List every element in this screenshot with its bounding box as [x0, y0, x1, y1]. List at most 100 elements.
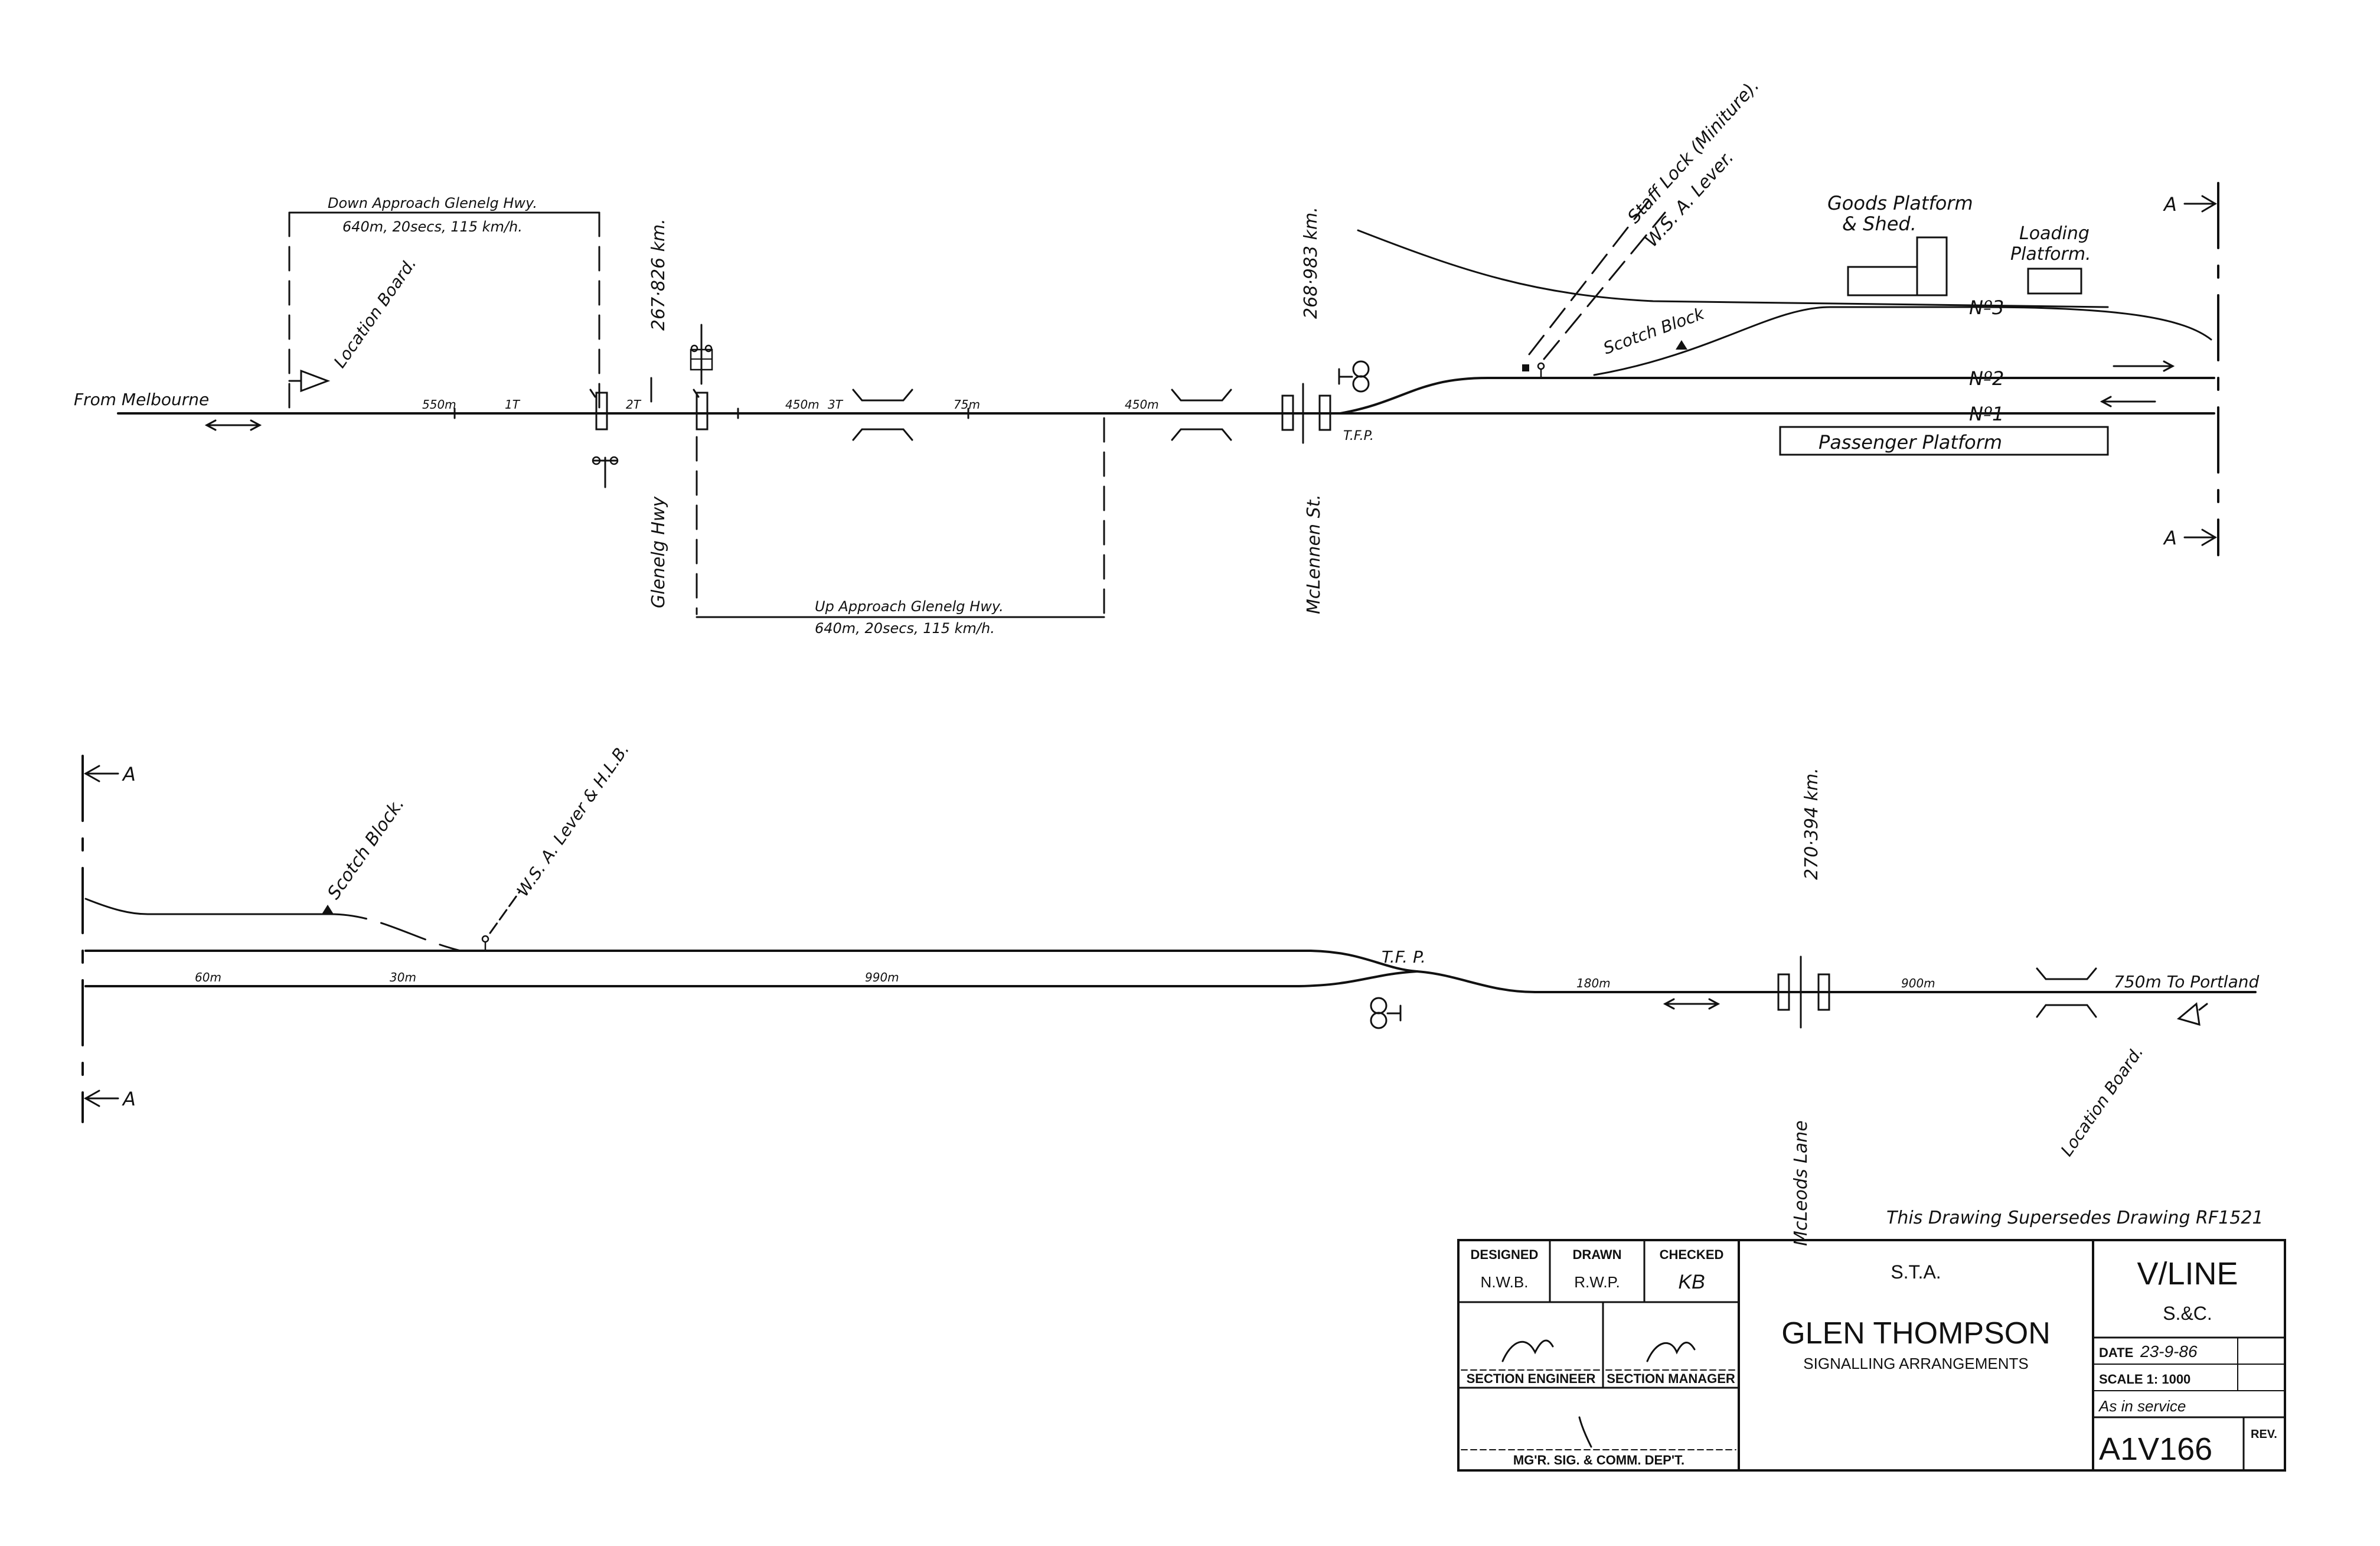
dist-550m: 550m [422, 397, 456, 412]
staff-lock-siding-line [1357, 229, 2109, 308]
up-approach-detail: 640m, 20secs, 115 km/h. [815, 620, 995, 637]
arrow-head-right [250, 419, 262, 431]
dist-75m: 75m [954, 397, 980, 412]
title-block: DESIGNED N.W.B. DRAWN R.W.P. CHECKED KB … [1457, 1239, 2286, 1472]
drawn-value: R.W.P. [1574, 1273, 1620, 1291]
goods-platform-label: Goods Platform [1827, 192, 1973, 214]
date-label: DATE [2099, 1345, 2133, 1360]
mcleods-lane-label: McLeods Lane [1791, 1120, 1811, 1246]
section-engineer-label: SECTION ENGINEER [1467, 1371, 1596, 1386]
tfp-label-upper: T.F.P. [1343, 429, 1374, 443]
main-convergence [1298, 970, 1418, 987]
status-label: As in service [2098, 1397, 2186, 1415]
platform-label: Platform. [2010, 244, 2091, 265]
section-manager-signature [1646, 1342, 1696, 1362]
staff-lock-marker [1522, 364, 1529, 371]
section-manager-label: SECTION MANAGER [1607, 1371, 1735, 1386]
mcleods-gate-left [1777, 973, 1790, 1011]
designed-label: DESIGNED [1471, 1247, 1539, 1262]
from-melbourne-label: From Melbourne [74, 390, 209, 409]
loading-label: Loading [2019, 223, 2090, 244]
station-title: GLEN THOMPSON [1781, 1316, 2051, 1351]
checked-value: KB [1678, 1271, 1705, 1293]
passenger-platform [1779, 426, 2109, 456]
wsa-lever-leader [1543, 211, 1666, 360]
up-approach-title: Up Approach Glenelg Hwy. [815, 598, 1004, 615]
location-board-label-lower: Location Board. [2057, 1042, 2147, 1160]
mclennen-gate-right [1318, 394, 1331, 431]
goods-shed-building [1847, 266, 1918, 296]
signal-post-down [592, 456, 619, 488]
tfp-label-lower: T.F. P. [1382, 947, 1426, 967]
dist-180m: 180m [1576, 976, 1611, 990]
dist-450m-a: 450m [785, 397, 820, 412]
siding-lower [84, 898, 462, 952]
location-board-icon [300, 369, 331, 393]
mcleods-gate-right [1817, 973, 1830, 1011]
drawn-label: DRAWN [1572, 1247, 1621, 1262]
scotch-block-marker [1676, 340, 1687, 350]
loading-platform-building [2027, 268, 2082, 295]
scotch-block-label-lower: Scotch Block. [324, 794, 409, 904]
title-block-frame [1457, 1239, 2286, 1472]
passenger-platform-label: Passenger Platform [1819, 431, 2002, 454]
culvert-lower [2036, 967, 2097, 1018]
rev-label: REV. [2251, 1428, 2277, 1441]
location-board-label: Location Board. [330, 254, 420, 371]
location-board-icon-lower [2176, 1002, 2201, 1026]
wsa-lever-hlb-label: W.S. A. Lever & H.L.B. [513, 740, 634, 900]
crossing-gate-left [595, 392, 608, 430]
match-a-upper-top: A [2163, 193, 2177, 216]
wsa-lever-hlb-leader [489, 891, 521, 934]
dept-name: S.&C. [2163, 1303, 2212, 1324]
mclennen-st-label: McLennen St. [1304, 494, 1324, 614]
arrow-head-left [204, 419, 217, 431]
org-label: S.T.A. [1891, 1261, 1941, 1283]
track-no2-label: Nº2 [1969, 367, 2004, 390]
staff-lock-leader [1528, 194, 1654, 355]
track-1t: 1T [505, 397, 521, 412]
date-value: 23-9-86 [2140, 1342, 2198, 1361]
section-engineer-signature [1501, 1339, 1554, 1362]
down-approach-title: Down Approach Glenelg Hwy. [328, 195, 537, 211]
lower-diagram: A A Scotch Block. W.S. A. Lever & H.L.B.… [81, 740, 2259, 1246]
drawing-number: A1V166 [2099, 1431, 2212, 1467]
scale-label: SCALE 1: 1000 [2099, 1372, 2190, 1387]
checked-label: CHECKED [1660, 1247, 1724, 1262]
culvert-1 [852, 389, 913, 441]
subtitle: SIGNALLING ARRANGEMENTS [1803, 1355, 2028, 1372]
to-portland-label: 750m To Portland [2114, 972, 2259, 991]
tfp-sign-upper [1338, 360, 1370, 393]
culvert-2 [1171, 389, 1232, 441]
track-no3-label: Nº3 [1969, 296, 2004, 319]
wsa-lever-hlb-marker [481, 935, 489, 943]
track-no1-label: Nº1 [1969, 403, 2004, 425]
dist-30m: 30m [390, 970, 416, 984]
km-267-label: 267·826 km. [648, 218, 669, 331]
match-a-upper-bottom: A [2163, 527, 2177, 549]
km-270-label: 270·394 km. [1801, 768, 1822, 880]
wsa-lever-marker [1537, 362, 1545, 370]
supersedes-note: This Drawing Supersedes Drawing RF1521 [1886, 1208, 2264, 1228]
track-2t: 2T [626, 397, 642, 412]
tfp-sign-lower [1370, 997, 1402, 1029]
company-name: V/LINE [2137, 1256, 2238, 1291]
crossing-gate-right [696, 392, 709, 430]
dist-60m: 60m [195, 970, 221, 984]
loop-no3 [1593, 306, 2212, 376]
dist-900m: 900m [1901, 976, 1935, 990]
match-a-lower-top: A [122, 763, 136, 785]
dist-990m: 990m [865, 970, 899, 984]
match-a-lower-bottom: A [122, 1088, 136, 1110]
glenelg-hwy-label: Glenelg Hwy [648, 495, 669, 608]
upper-diagram: From Melbourne Down Approach Glenelg Hwy… [74, 76, 2219, 637]
goods-platform-building [1916, 236, 1948, 296]
track-3t: 3T [828, 397, 844, 412]
and-shed-label: & Shed. [1842, 213, 1917, 235]
dist-450m-b: 450m [1125, 397, 1159, 412]
designed-value: N.W.B. [1481, 1273, 1529, 1291]
mclennen-gate-left [1281, 394, 1294, 431]
down-approach-detail: 640m, 20secs, 115 km/h. [342, 218, 523, 235]
signal-post-up [690, 324, 713, 385]
